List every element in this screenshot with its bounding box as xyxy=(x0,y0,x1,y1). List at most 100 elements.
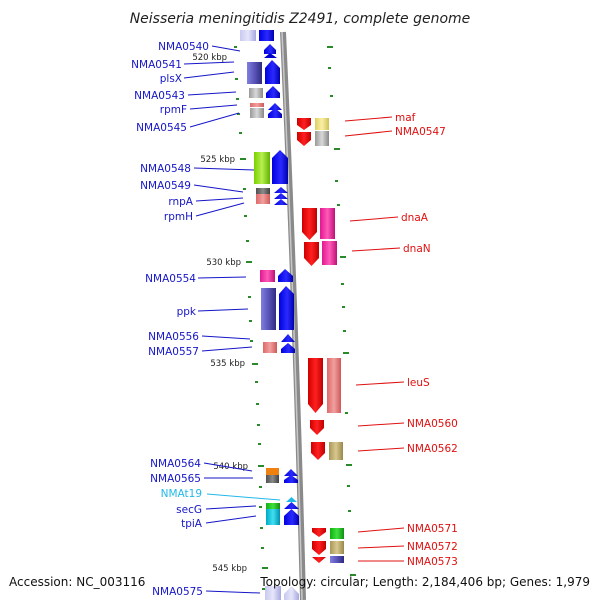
gene-block[interactable] xyxy=(315,131,329,146)
gene-arrow[interactable] xyxy=(264,53,277,58)
gene-block[interactable] xyxy=(322,241,337,265)
gene-block[interactable] xyxy=(259,30,274,41)
gene-label[interactable]: leuS xyxy=(407,377,430,389)
gene-arrow[interactable] xyxy=(268,103,282,110)
gene-arrow[interactable] xyxy=(284,586,299,600)
tick-mark xyxy=(343,330,346,332)
gene-label[interactable]: NMA0564 xyxy=(150,458,201,470)
gene-label[interactable]: NMA0556 xyxy=(148,331,199,343)
gene-arrow[interactable] xyxy=(312,528,326,537)
gene-label[interactable]: plsX xyxy=(160,73,182,85)
gene-label[interactable]: NMA0543 xyxy=(134,90,185,102)
gene-arrow[interactable] xyxy=(310,420,324,435)
gene-block[interactable] xyxy=(260,270,275,282)
gene-arrow[interactable] xyxy=(266,86,280,98)
gene-block[interactable] xyxy=(329,442,343,460)
gene-arrow[interactable] xyxy=(297,132,311,146)
gene-block[interactable] xyxy=(315,118,329,130)
gene-arrow[interactable] xyxy=(312,541,326,555)
tick-mark xyxy=(237,113,240,115)
leader-line xyxy=(205,505,257,510)
gene-block[interactable] xyxy=(266,475,279,483)
gene-arrow[interactable] xyxy=(284,502,299,509)
gene-arrow[interactable] xyxy=(281,334,295,342)
gene-arrow[interactable] xyxy=(302,208,317,240)
tick-mark xyxy=(240,158,246,160)
gene-arrow[interactable] xyxy=(297,118,311,130)
gene-arrow[interactable] xyxy=(284,469,298,476)
gene-arrow[interactable] xyxy=(284,475,298,483)
gene-label[interactable]: NMA0549 xyxy=(140,180,191,192)
gene-block[interactable] xyxy=(330,556,344,563)
leader-line xyxy=(197,308,249,312)
trna-arrow[interactable] xyxy=(286,497,297,502)
gene-block[interactable] xyxy=(250,108,264,118)
gene-label[interactable]: tpiA xyxy=(181,518,203,530)
gene-arrow[interactable] xyxy=(279,286,294,330)
tick-mark xyxy=(337,204,340,206)
gene-block[interactable] xyxy=(249,88,263,98)
gene-block[interactable] xyxy=(254,152,270,184)
right-leader-lines xyxy=(344,116,405,562)
gene-block[interactable] xyxy=(266,509,280,525)
gene-label[interactable]: NMA0548 xyxy=(140,163,191,175)
gene-block[interactable] xyxy=(330,541,344,554)
gene-block[interactable] xyxy=(250,103,264,107)
gene-block[interactable] xyxy=(256,188,270,194)
gene-label[interactable]: NMA0565 xyxy=(150,473,201,485)
gene-arrow[interactable] xyxy=(265,60,280,84)
gene-label[interactable]: dnaN xyxy=(403,243,431,255)
gene-block[interactable] xyxy=(261,288,276,330)
gene-label[interactable]: NMA0545 xyxy=(136,122,187,134)
gene-arrow[interactable] xyxy=(274,193,288,199)
gene-block[interactable] xyxy=(320,208,335,239)
gene-label[interactable]: NMA0575 xyxy=(152,586,203,598)
gene-arrow[interactable] xyxy=(281,343,295,353)
gene-label[interactable]: NMA0540 xyxy=(158,41,209,53)
gene-arrow[interactable] xyxy=(272,150,288,184)
gene-block[interactable] xyxy=(265,586,281,600)
gene-label[interactable]: NMA0571 xyxy=(407,523,458,535)
gene-label[interactable]: NMA0554 xyxy=(145,273,196,285)
gene-label[interactable]: rnpA xyxy=(168,196,193,208)
gene-label[interactable]: NMA0547 xyxy=(395,126,446,138)
gene-block[interactable] xyxy=(330,528,344,539)
gene-block[interactable] xyxy=(266,468,279,475)
tick-mark xyxy=(262,567,268,569)
gene-block[interactable] xyxy=(256,194,270,204)
gene-block[interactable] xyxy=(266,503,280,509)
gene-arrow[interactable] xyxy=(284,509,299,525)
gene-label[interactable]: NMA0541 xyxy=(131,59,182,71)
gene-block[interactable] xyxy=(327,358,341,413)
gene-arrow[interactable] xyxy=(264,44,276,54)
gene-label[interactable]: NMA0560 xyxy=(407,418,458,430)
gene-label[interactable]: maf xyxy=(395,112,416,124)
gene-block[interactable] xyxy=(247,62,262,84)
gene-label[interactable]: rpmF xyxy=(160,104,187,116)
gene-label[interactable]: rpmH xyxy=(164,211,193,223)
gene-arrow[interactable] xyxy=(311,442,325,460)
gene-arrow[interactable] xyxy=(274,187,288,193)
gene-label[interactable]: ppk xyxy=(177,306,197,318)
gene-block[interactable] xyxy=(240,30,256,41)
gene-block[interactable] xyxy=(263,342,277,353)
tick-mark xyxy=(330,95,333,97)
gene-label[interactable]: NMA0562 xyxy=(407,443,458,455)
gene-label[interactable]: dnaA xyxy=(401,212,429,224)
gene-label[interactable]: NMA0572 xyxy=(407,541,458,553)
gene-label[interactable]: secG xyxy=(176,504,202,516)
trna-label[interactable]: NMAt19 xyxy=(161,488,202,500)
gene-arrow[interactable] xyxy=(274,199,288,205)
leader-line xyxy=(351,247,401,252)
gene-arrow[interactable] xyxy=(278,269,293,282)
gene-label[interactable]: NMA0573 xyxy=(407,556,458,568)
gene-label[interactable]: NMA0557 xyxy=(148,346,199,358)
gene-arrow[interactable] xyxy=(268,108,282,118)
leader-line xyxy=(357,527,405,533)
gene-arrow[interactable] xyxy=(308,358,323,413)
tick-mark xyxy=(248,296,251,298)
gene-arrow[interactable] xyxy=(304,242,319,266)
leader-line xyxy=(195,197,244,202)
gene-arrow[interactable] xyxy=(312,557,326,563)
